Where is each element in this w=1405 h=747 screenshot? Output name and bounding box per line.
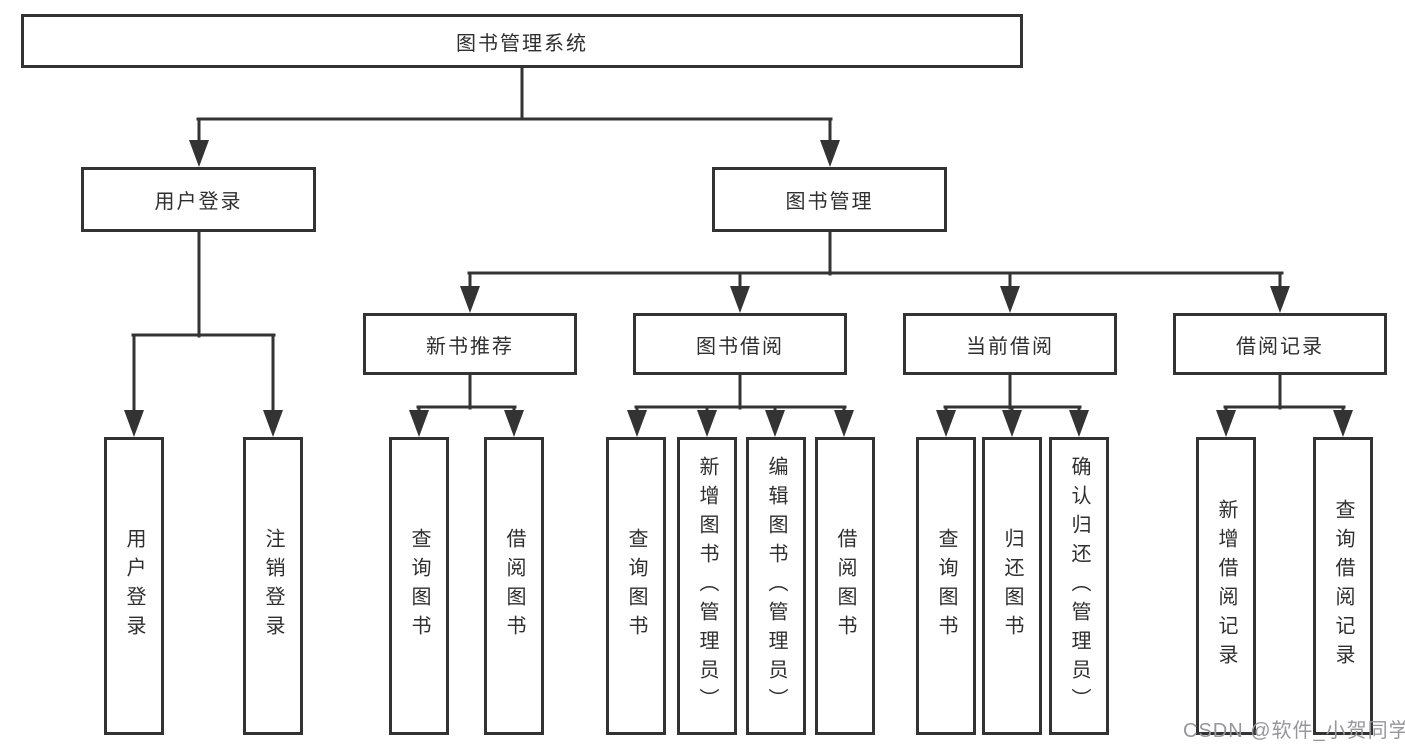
node-label: 图书借阅 [696,335,784,358]
arrowhead-icon [820,140,840,167]
leaf-borrow-edit-books-admin: 编辑图书（管理员） [746,437,806,735]
leaf-label: 归还图书 [1001,528,1023,644]
node-library-management-system: 图书管理系统 [21,14,1023,68]
connector-current-borrow-to-leaves [936,373,1089,437]
node-book-borrow: 图书借阅 [633,313,847,375]
arrowhead-icon [627,410,647,437]
arrowhead-icon [1333,410,1353,437]
leaf-label: 新增图书（管理员） [696,455,718,717]
node-user-login: 用户登录 [81,167,316,232]
leaf-label: 注销登录 [262,528,284,644]
arrowhead-icon [1069,410,1089,437]
leaf-label: 新增借阅记录 [1215,499,1237,673]
node-label: 图书管理系统 [456,32,588,55]
leaf-label: 确认归还（管理员） [1068,455,1090,717]
watermark: CSDN @软件_小贺同学 [1183,720,1405,742]
arrowhead-icon [697,410,717,437]
arrowhead-icon [124,410,144,437]
leaf-current-return-books: 归还图书 [982,437,1042,735]
leaf-label: 查询借阅记录 [1332,499,1354,673]
arrowhead-icon [1270,286,1290,313]
node-borrow-records: 借阅记录 [1173,313,1387,375]
connector-borrow-records-to-leaves [1216,373,1353,437]
node-label: 借阅记录 [1236,335,1324,358]
node-label: 图书管理 [785,191,874,213]
leaf-current-query-books: 查询图书 [916,437,976,735]
arrowhead-icon [504,410,524,437]
connector-root-to-level2 [189,66,840,167]
leaf-user-login: 用户登录 [104,437,164,735]
arrowhead-icon [730,286,750,313]
node-new-book-recommend: 新书推荐 [363,313,577,375]
arrowhead-icon [1216,410,1236,437]
arrowhead-icon [263,410,283,437]
leaf-newbook-query-books: 查询图书 [389,437,449,735]
connector-new-book-to-leaves [409,373,524,437]
leaf-label: 借阅图书 [503,528,525,644]
leaf-label: 编辑图书（管理员） [765,455,787,717]
arrowhead-icon [765,410,785,437]
connector-book-management-to-level3 [460,230,1290,313]
leaf-label: 借阅图书 [834,528,856,644]
leaf-label: 查询图书 [935,528,957,644]
arrowhead-icon [460,286,480,313]
connector-user-login-to-leaves [124,230,283,437]
arrowhead-icon [409,410,429,437]
leaf-borrow-borrow-books: 借阅图书 [815,437,875,735]
leaf-newbook-borrow-books: 借阅图书 [484,437,544,735]
leaf-logout-login: 注销登录 [243,437,303,735]
leaf-current-confirm-return-admin: 确认归还（管理员） [1049,437,1109,735]
leaf-label: 查询图书 [625,528,647,644]
node-book-management: 图书管理 [712,167,947,232]
arrowhead-icon [1002,410,1022,437]
arrowhead-icon [834,410,854,437]
node-label: 当前借阅 [966,335,1054,358]
leaf-records-query-record: 查询借阅记录 [1313,437,1373,735]
node-current-borrow: 当前借阅 [903,313,1117,375]
node-label: 用户登录 [154,191,243,213]
arrowhead-icon [189,140,209,167]
arrowhead-icon [1000,286,1020,313]
leaf-label: 查询图书 [408,528,430,644]
connector-book-borrow-to-leaves [627,373,854,437]
leaf-records-add-record: 新增借阅记录 [1196,437,1256,735]
leaf-label: 用户登录 [123,528,145,644]
leaf-borrow-query-books: 查询图书 [606,437,666,735]
arrowhead-icon [936,410,956,437]
leaf-borrow-add-books-admin: 新增图书（管理员） [677,437,737,735]
node-label: 新书推荐 [426,335,514,358]
